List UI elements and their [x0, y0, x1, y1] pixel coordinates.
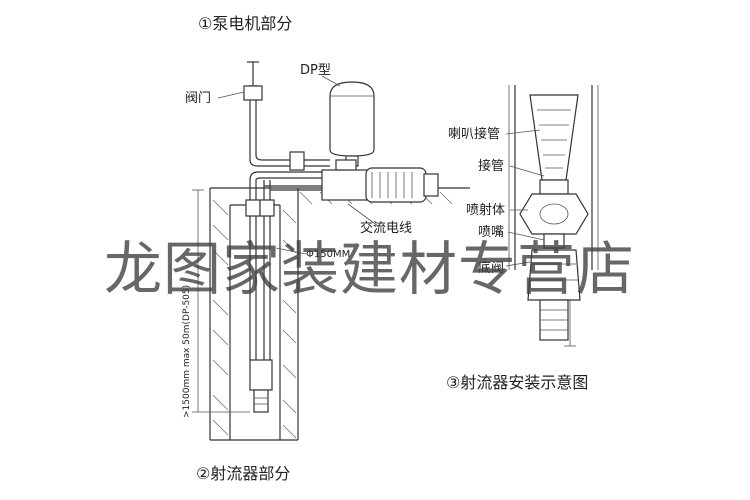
install-detail: [505, 85, 599, 347]
depth-dimension: [192, 189, 250, 413]
tank-label: DP型: [300, 63, 331, 78]
install-section-title: ③射流器安装示意图: [446, 373, 589, 392]
suction-pipe: [249, 171, 330, 191]
jet-body-label: 喷射体: [466, 203, 506, 218]
ejector-section-title: ②射流器部分: [196, 464, 291, 483]
jet-pump: [321, 159, 439, 203]
store-watermark: 龙图家装建材专营店: [104, 235, 636, 303]
pressure-tank: [329, 81, 375, 167]
leader-lines: [217, 75, 379, 255]
ejector-body: [249, 359, 273, 413]
trumpet-pipe-label: 喇叭接管: [448, 127, 501, 142]
valve-riser: [243, 61, 330, 171]
valve-label: 阀门: [185, 91, 212, 106]
well-pipes: [245, 180, 275, 360]
joint-pipe-label: 接管: [478, 159, 505, 174]
pump-section-title: ①泵电机部分: [198, 14, 293, 33]
nozzle-label: 喷嘴: [478, 225, 505, 240]
pipe-diameter-label: Φ150MM: [306, 249, 351, 260]
wire-label: 交流电线: [360, 221, 413, 236]
foot-valve-label: 底阀: [478, 261, 505, 276]
